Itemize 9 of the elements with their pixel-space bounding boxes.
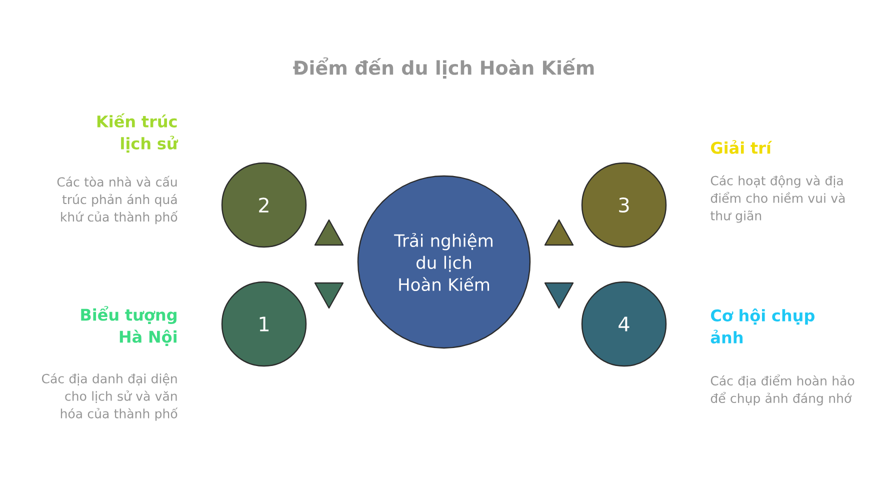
item-heading: Kiến trúc lịch sử (97, 113, 178, 153)
title: Điểm đến du lịch Hoàn Kiếm (293, 57, 594, 79)
item-heading: Cơ hội chụp ảnh (710, 308, 814, 344)
item-description: Các tòa nhà và cấu trúc phản ánh quá khứ của thành phố (57, 176, 178, 224)
item-heading: Biểu tượng Hà Nội (81, 306, 176, 346)
item-heading: Giải trí (711, 140, 772, 154)
item-description: Các địa điểm hoàn hảo để chụp ảnh đáng nhớ (710, 374, 854, 406)
item-description: Các địa danh đại diện cho lịch sử và văn hóa của thành phố (42, 373, 178, 421)
item-description: Các hoạt động và địa điểm cho niềm vui và thư giãn (710, 175, 845, 223)
